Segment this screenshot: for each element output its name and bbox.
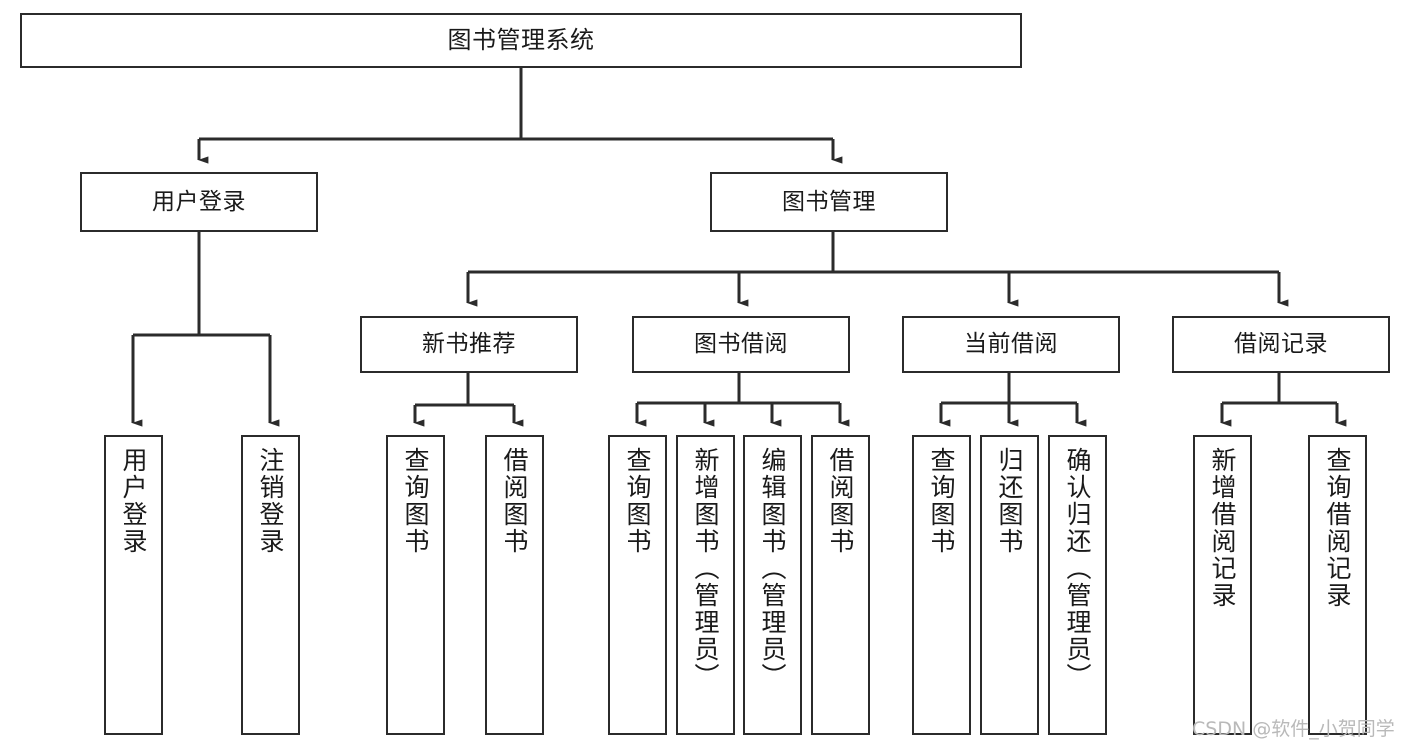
- node-label: 确认归还（管理员）: [1063, 447, 1092, 690]
- node-label: 新增图书（管理员）: [691, 447, 720, 690]
- node-borrowing-records[interactable]: 借阅记录: [1172, 316, 1390, 373]
- node-label: 查询借阅记录: [1323, 447, 1352, 609]
- node-label: 归还图书: [995, 447, 1024, 555]
- node-label: 当前借阅: [964, 331, 1058, 358]
- node-current-borrowing[interactable]: 当前借阅: [902, 316, 1120, 373]
- node-label: 查询图书: [927, 447, 956, 555]
- node-label: 查询图书: [401, 447, 430, 555]
- node-label: 新书推荐: [422, 331, 516, 358]
- node-label: 借阅图书: [500, 447, 529, 555]
- leaf-records-query-record[interactable]: 查询借阅记录: [1308, 435, 1367, 735]
- leaf-borrow-add-book-admin[interactable]: 新增图书（管理员）: [676, 435, 735, 735]
- csdn-watermark: CSDN @软件_小贺同学: [1192, 718, 1395, 740]
- node-label: 新增借阅记录: [1208, 447, 1237, 609]
- node-label: 注销登录: [256, 447, 285, 555]
- leaf-records-add-record[interactable]: 新增借阅记录: [1193, 435, 1252, 735]
- leaf-newbook-query-books[interactable]: 查询图书: [386, 435, 445, 735]
- node-label: 图书管理: [782, 188, 876, 215]
- node-root-book-management-system[interactable]: 图书管理系统: [20, 13, 1022, 68]
- node-book-management[interactable]: 图书管理: [710, 172, 948, 232]
- node-book-borrowing[interactable]: 图书借阅: [632, 316, 850, 373]
- node-label: 用户登录: [119, 447, 148, 555]
- leaf-borrow-borrow-books[interactable]: 借阅图书: [811, 435, 870, 735]
- node-label: 图书借阅: [694, 331, 788, 358]
- node-label: 借阅图书: [826, 447, 855, 555]
- leaf-borrow-edit-book-admin[interactable]: 编辑图书（管理员）: [743, 435, 802, 735]
- node-label: 编辑图书（管理员）: [758, 447, 787, 690]
- leaf-user-login-signin[interactable]: 用户登录: [104, 435, 163, 735]
- leaf-newbook-borrow-books[interactable]: 借阅图书: [485, 435, 544, 735]
- node-label: 查询图书: [623, 447, 652, 555]
- leaf-user-login-signout[interactable]: 注销登录: [241, 435, 300, 735]
- leaf-borrow-query-books[interactable]: 查询图书: [608, 435, 667, 735]
- node-user-login[interactable]: 用户登录: [80, 172, 318, 232]
- node-label: 用户登录: [152, 188, 246, 215]
- leaf-current-query-books[interactable]: 查询图书: [912, 435, 971, 735]
- leaf-current-confirm-return-admin[interactable]: 确认归还（管理员）: [1048, 435, 1107, 735]
- node-label: 借阅记录: [1234, 331, 1328, 358]
- node-new-book-recommendation[interactable]: 新书推荐: [360, 316, 578, 373]
- leaf-current-return-books[interactable]: 归还图书: [980, 435, 1039, 735]
- node-label: 图书管理系统: [447, 25, 595, 54]
